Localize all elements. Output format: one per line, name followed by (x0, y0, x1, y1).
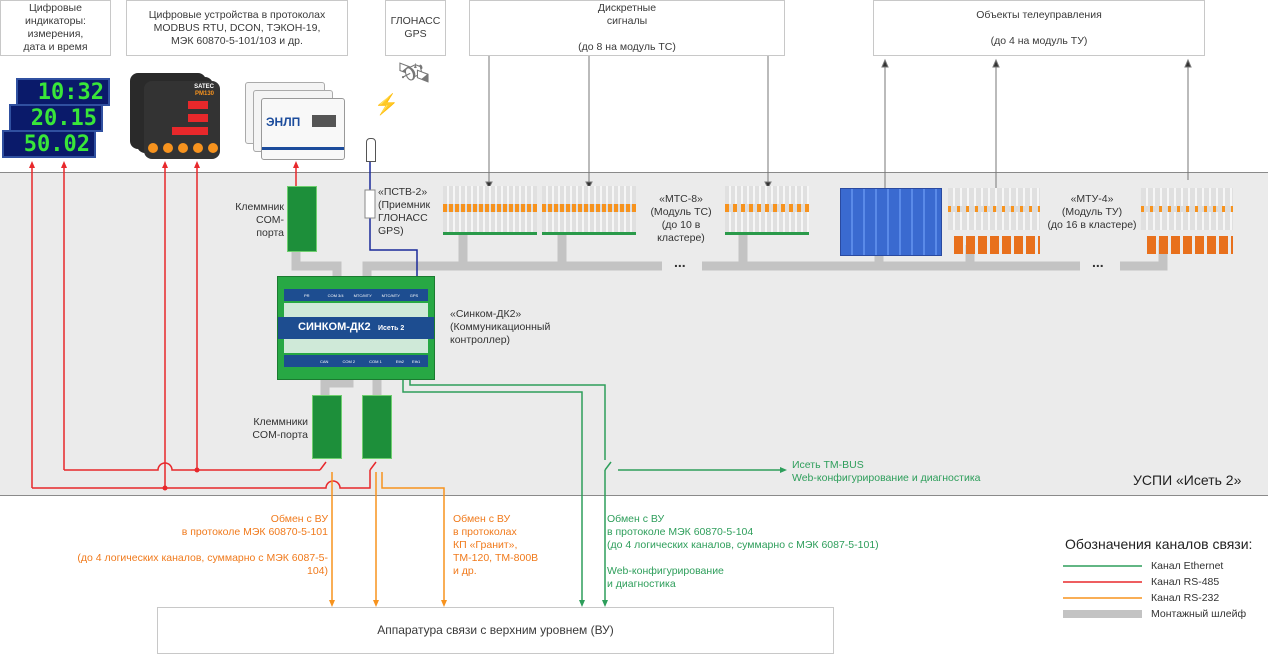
indicator-display: 50.02 (2, 130, 96, 158)
antenna-icon (363, 130, 377, 162)
mtu4-module (1141, 188, 1233, 254)
ethernet-lines (402, 375, 782, 603)
legend-item-ethernet: Канал Ethernet (1151, 560, 1224, 572)
exchange-iec101-label: Обмен с ВУ в протоколе МЭК 60870-5-101 (… (77, 513, 328, 577)
port-label: GPS (409, 292, 419, 298)
lightning-icon: ⚡ (374, 94, 399, 116)
port-label: COM 1 (369, 358, 382, 364)
legend-item-rs232: Канал RS-232 (1151, 592, 1220, 604)
exchange-iec104-label: Обмен с ВУ в протоколе МЭК 60870-5-104 (… (607, 513, 879, 590)
enlp-logo: ЭНЛП (266, 115, 301, 129)
pstv2-receiver (364, 189, 376, 219)
sinkom-label: «Синком-ДК2» (Коммуникационный контролле… (450, 308, 551, 346)
mts8-label: «МТС-8» (Модуль ТС) (до 10 в кластере) (650, 193, 712, 244)
digital-indicators: 10:32 20.15 50.02 (2, 78, 110, 160)
indicator-display: 10:32 (16, 78, 110, 106)
port-label: Eth1 (412, 358, 421, 364)
mts8-module (725, 186, 809, 235)
digital-devices-box: Цифровые устройства в протоколах MODBUS … (126, 0, 348, 56)
rs232-lines (331, 472, 445, 603)
port-label: COM 2 (342, 358, 356, 364)
uspi-title: УСПИ «Исеть 2» (1133, 472, 1242, 488)
port-label: PR (304, 292, 310, 298)
sinkom-controller: PR COM 3/4 МТС/МТУ МТС/МТУ GPS СИНКОМ-ДК… (277, 276, 435, 380)
com-terminals-bottom-label: Клеммники COM-порта (252, 416, 308, 441)
exchange-granit-label: Обмен с ВУ в протоколах КП «Гранит», ТМ-… (453, 513, 539, 577)
mtu4-label: «МТУ-4» (Модуль ТУ) (до 16 в кластере) (1047, 193, 1137, 231)
indicator-display: 20.15 (9, 104, 103, 132)
mtu4-module (948, 188, 1040, 254)
relay-module-blue (840, 188, 942, 256)
telecontrol-objects-box: Объекты телеуправления (до 4 на модуль Т… (873, 0, 1205, 56)
com-terminal-top (287, 186, 317, 252)
meter-brand: SATEC (194, 84, 214, 90)
mts8-module (443, 186, 537, 235)
ellipsis-mtu: ... (1092, 254, 1104, 270)
power-meter: SATEC PM130 (130, 73, 220, 159)
enlp-device: ЭНЛП (245, 82, 345, 160)
legend-item-rs485: Канал RS-485 (1151, 576, 1220, 588)
port-label: Eth2 (395, 358, 405, 364)
com-terminal-top-label: Клеммник COM-порта (235, 201, 284, 239)
satellite-icon: 🛰 (396, 57, 432, 88)
port-label: COM 3/4 (327, 292, 344, 298)
port-label: CAN (320, 358, 329, 364)
upper-level-box: Аппаратура связи с верхним уровнем (ВУ) (157, 607, 834, 654)
controller-name: СИНКОМ-ДК2 (298, 321, 371, 333)
glonass-box: ГЛОНАСС GPS (385, 0, 446, 56)
legend-swatches (1063, 565, 1142, 618)
com-terminal-bottom (312, 395, 342, 459)
rs485-lines (31, 165, 377, 489)
legend-item-ribbon: Монтажный шлейф (1151, 608, 1247, 620)
ellipsis-mts: ... (674, 254, 686, 270)
indicators-box: Цифровые индикаторы: измерения, дата и в… (0, 0, 111, 56)
port-label: МТС/МТУ (381, 292, 400, 298)
controller-subtitle: Исеть 2 (378, 325, 405, 332)
iset-tmbus-label: Исеть TM-BUS Web-конфигурирование и диаг… (792, 459, 981, 484)
legend-title: Обозначения каналов связи: (1065, 536, 1253, 552)
port-label: МТС/МТУ (353, 292, 372, 298)
ribbon-cables (291, 225, 1168, 398)
meter-model: PM130 (194, 91, 214, 97)
com-terminal-bottom (362, 395, 392, 459)
discrete-signals-box: Дискретные сигналы (до 8 на модуль ТС) (469, 0, 785, 56)
mts8-module (542, 186, 636, 235)
signal-lines (485, 56, 1192, 190)
pstv2-label: «ПСТВ-2» (Приемник ГЛОНАСС GPS) (378, 186, 431, 237)
